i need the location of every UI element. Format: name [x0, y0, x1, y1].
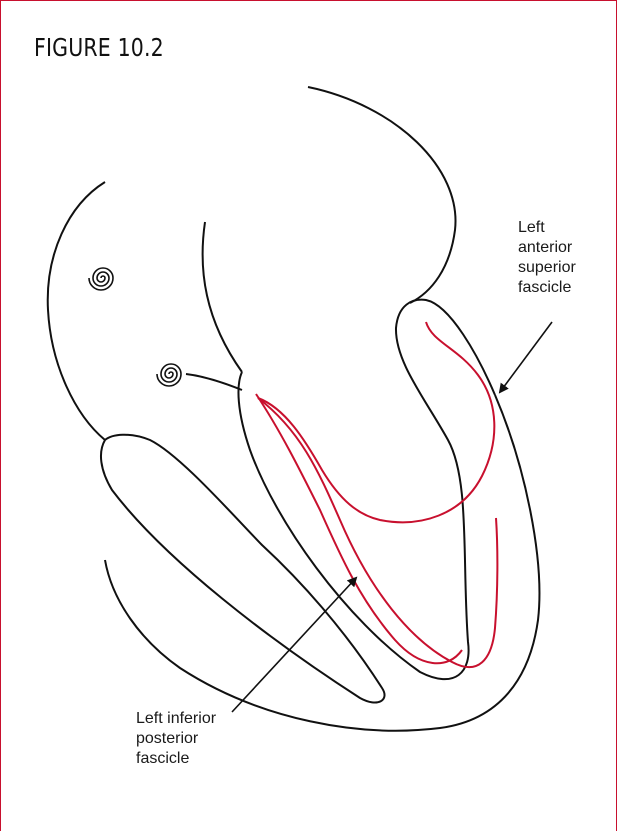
left-ventricle-outer-wall: [105, 395, 539, 731]
anterior-label-line: Left: [518, 218, 576, 238]
interatrial-septum-line: [203, 222, 242, 372]
anterior-fascicle-label: Left anterior superior fascicle: [518, 218, 576, 298]
anterior-label-line: fascicle: [518, 278, 576, 298]
posterior-fascicle-label: Left inferior posterior fascicle: [136, 709, 216, 769]
right-atrium-outline: [48, 182, 105, 440]
posterior-label-line: fascicle: [136, 749, 216, 769]
anterior-label-line: anterior: [518, 238, 576, 258]
septum-outline: [238, 300, 495, 680]
aorta-outline: [308, 87, 456, 303]
right-ventricle-outline: [101, 435, 385, 703]
left-posterior-fascicle-path: [258, 398, 497, 667]
sa-node-spiral: [89, 268, 113, 290]
posterior-label-line: posterior: [136, 729, 216, 749]
av-node-spiral: [157, 364, 181, 386]
left-bundle-branch-path: [258, 322, 494, 522]
posterior-label-line: Left inferior: [136, 709, 216, 729]
anterior-label-line: superior: [518, 258, 576, 278]
ventricle-top-wall: [242, 372, 300, 420]
left-inferior-branch-path: [256, 394, 462, 663]
anterior-fascicle-arrow: [500, 322, 552, 392]
posterior-fascicle-arrow: [232, 578, 356, 712]
his-bundle-line: [186, 374, 242, 390]
